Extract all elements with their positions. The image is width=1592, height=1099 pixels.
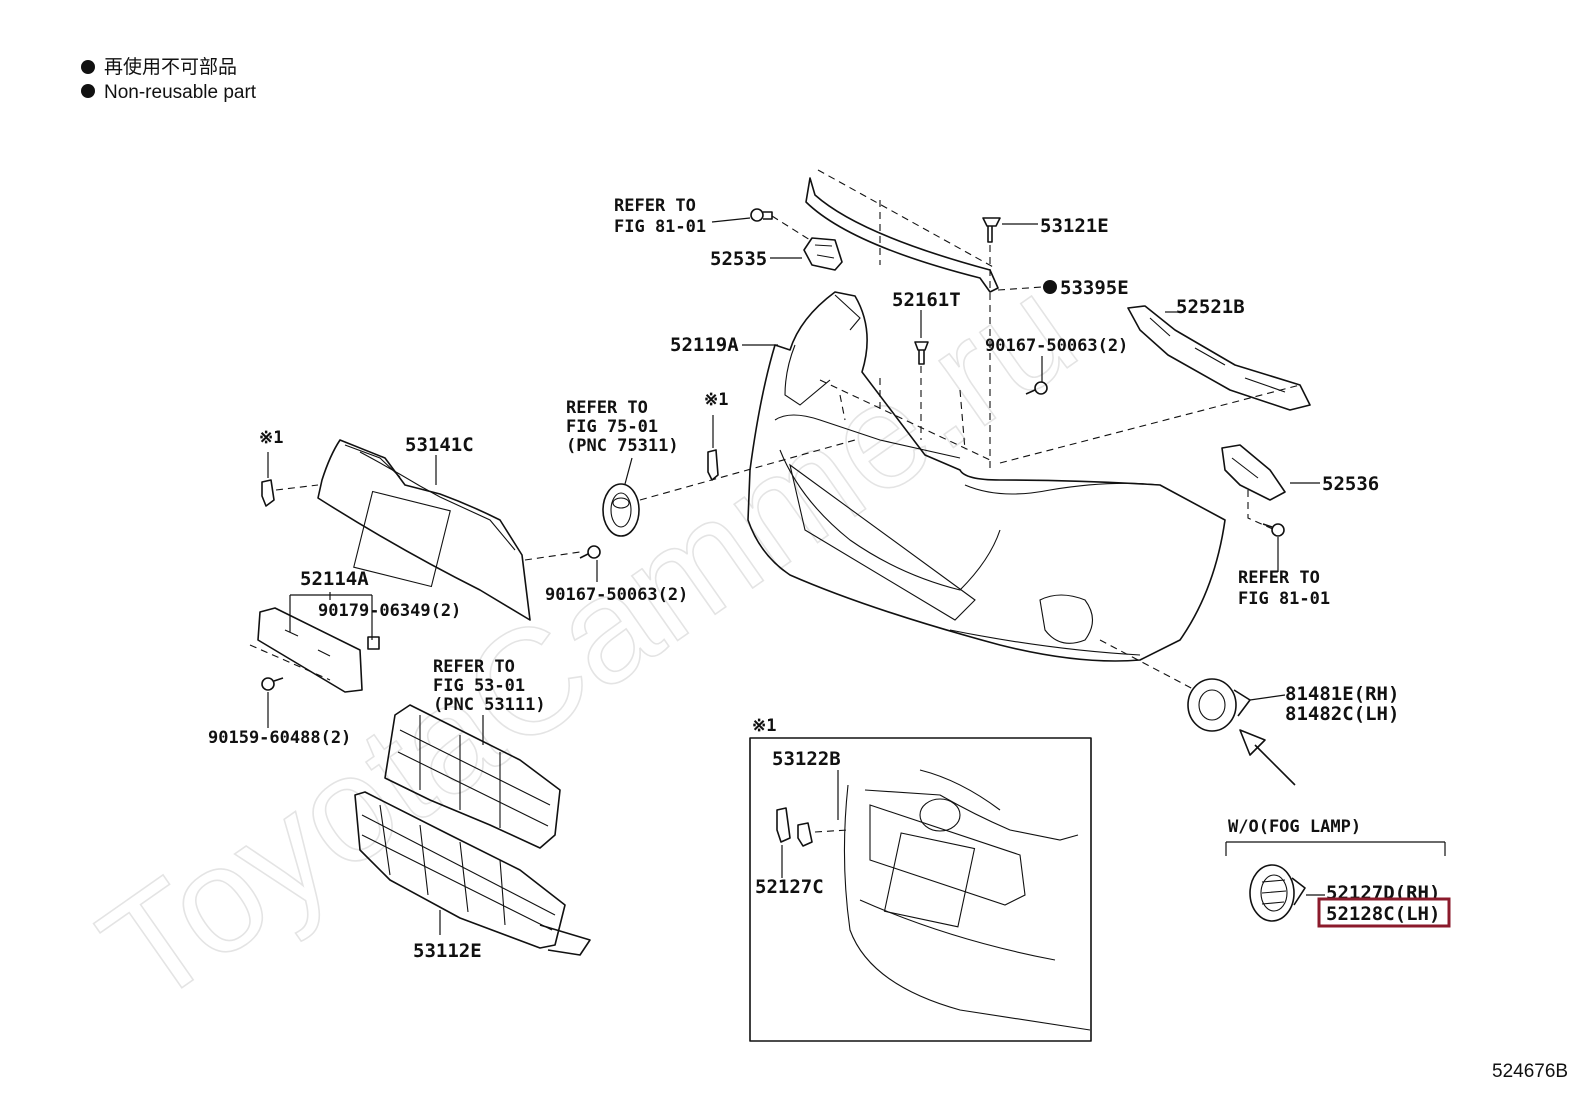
refer-fig-75-01-line3: (PNC 75311)	[566, 436, 679, 456]
bracket-52535[interactable]	[803, 237, 843, 271]
bolt-refer-81-01-top[interactable]	[750, 208, 773, 222]
watermark-text: ToyotaCamme.ru	[72, 244, 1104, 1037]
refer-fig-75-01-line1: REFER TO	[566, 398, 648, 418]
grille-sub-assembly-refer-53-01[interactable]	[384, 704, 561, 849]
note-mark-1-inset: ※1	[752, 716, 776, 736]
clip-53122B[interactable]	[797, 822, 813, 847]
part-label-52521B: 52521B	[1176, 296, 1245, 318]
part-label-81482C-lh: 81482C(LH)	[1285, 703, 1399, 725]
bolt-90159[interactable]	[261, 677, 284, 691]
refer-fig-53-01-line1: REFER TO	[433, 657, 515, 677]
fog-lamp-hole-cover[interactable]	[1249, 864, 1306, 922]
nut-90179[interactable]	[367, 636, 380, 650]
non-reusable-bullet-icon	[1043, 280, 1057, 294]
part-label-53112E: 53112E	[413, 940, 482, 962]
refer-fig-81-01-top-line2: FIG 81-01	[614, 217, 706, 237]
note-mark-1: ※1	[704, 390, 728, 410]
toyota-emblem[interactable]	[602, 483, 640, 537]
refer-fig-81-01-right-line2: FIG 81-01	[1238, 589, 1330, 609]
part-label-53395E: 53395E	[1060, 277, 1129, 299]
legend-japanese: 再使用不可部品	[104, 56, 237, 78]
part-label-53121E: 53121E	[1040, 215, 1109, 237]
clip-note1-left[interactable]	[261, 479, 275, 507]
bracket-52536[interactable]	[1221, 444, 1286, 501]
refer-fig-75-01-line2: FIG 75-01	[566, 417, 658, 437]
bolt-refer-81-01-right[interactable]	[1262, 523, 1285, 537]
refer-fig-53-01-line3: (PNC 53111)	[433, 695, 546, 715]
detail-inset-frame	[749, 737, 1092, 1042]
refer-fig-53-01-line2: FIG 53-01	[433, 676, 525, 696]
license-plate-bracket-52114A[interactable]	[257, 607, 363, 693]
part-label-90167-top: 90167-50063(2)	[985, 336, 1128, 356]
part-label-90159: 90159-60488(2)	[208, 728, 351, 748]
lower-grille-53112E[interactable]	[354, 791, 591, 956]
detail-inset-bumper	[843, 769, 1091, 1031]
part-label-52128C-lh[interactable]: 52128C(LH)	[1326, 903, 1440, 925]
clip-52161T[interactable]	[914, 341, 929, 365]
part-label-53141C: 53141C	[405, 434, 474, 456]
view-direction-arrow	[1239, 729, 1296, 786]
part-label-52161T: 52161T	[892, 289, 961, 311]
part-label-52535: 52535	[710, 248, 767, 270]
refer-fig-81-01-right-line1: REFER TO	[1238, 568, 1320, 588]
bolt-90167-left[interactable]	[579, 545, 601, 559]
fog-lamp-cover-81481E[interactable]	[1187, 678, 1251, 732]
refer-fig-81-01-top-line1: REFER TO	[614, 196, 696, 216]
clip-note1-center[interactable]	[707, 449, 719, 481]
part-label-90179: 90179-06349(2)	[318, 601, 461, 621]
non-reusable-bullet-icon	[81, 84, 95, 98]
front-bumper-cover-52119A[interactable]	[747, 291, 1226, 662]
upper-retainer-strip[interactable]	[805, 177, 999, 293]
bolt-90167-top[interactable]	[1025, 381, 1048, 395]
clip-52127C[interactable]	[776, 807, 791, 843]
legend-english: Non-reusable part	[104, 82, 257, 103]
clip-53121E[interactable]	[982, 217, 1001, 243]
retainer-52521B[interactable]	[1127, 305, 1311, 411]
non-reusable-bullet-icon	[81, 60, 95, 74]
without-fog-lamp-label: W/O(FOG LAMP)	[1228, 817, 1361, 837]
part-label-52127C: 52127C	[755, 876, 824, 898]
part-label-81481E-rh: 81481E(RH)	[1285, 683, 1399, 705]
part-label-53122B: 53122B	[772, 748, 841, 770]
part-label-52119A: 52119A	[670, 334, 739, 356]
diagram-id: 524676B	[1492, 1061, 1568, 1082]
highlight-box	[1317, 897, 1451, 928]
part-label-90167-left: 90167-50063(2)	[545, 585, 688, 605]
part-label-52114A: 52114A	[300, 568, 369, 590]
note-mark-1-left: ※1	[259, 428, 283, 448]
radiator-grille-53141C[interactable]	[317, 439, 531, 621]
part-label-52536: 52536	[1322, 473, 1379, 495]
